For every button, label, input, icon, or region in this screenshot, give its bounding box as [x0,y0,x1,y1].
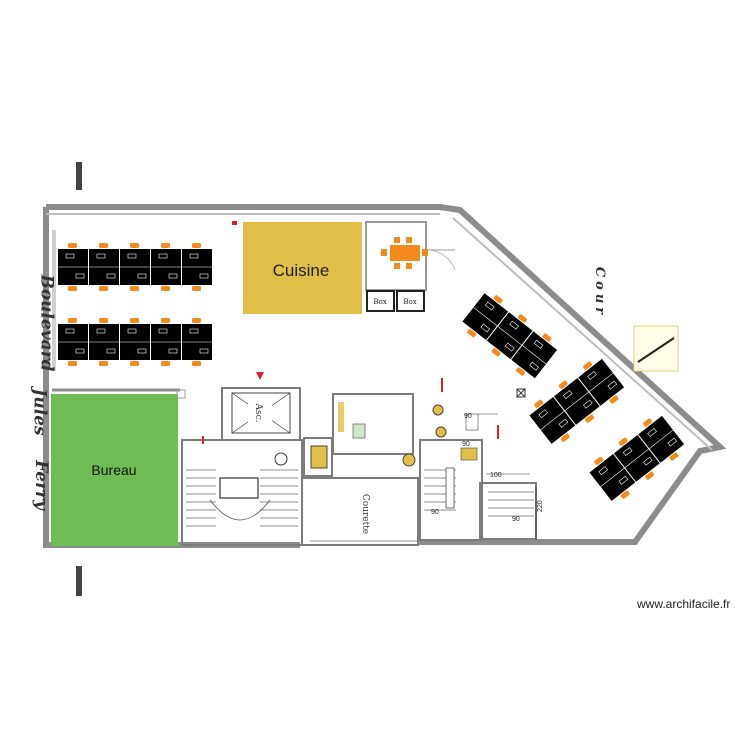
svg-text:90: 90 [431,509,439,516]
staircase [186,467,534,527]
chair [560,433,570,442]
chair [130,361,139,366]
desk-cluster-right-2 [529,358,625,444]
chair [192,318,201,323]
svg-text:100: 100 [490,472,502,479]
chair [594,456,604,465]
chair [491,348,501,357]
chair [99,361,108,366]
chair [68,286,77,291]
bureau-room [51,394,178,546]
chair [161,318,170,323]
chair [609,395,619,404]
chair [99,286,108,291]
svg-text:90: 90 [512,516,520,523]
chair [192,361,201,366]
core-area [181,387,537,546]
chair [516,367,526,376]
wc-fixtures [274,402,479,469]
desk-cluster-left-middle [58,318,212,366]
elevator: Asc. [231,392,291,434]
chair [620,490,630,499]
asc-label: Asc. [253,402,263,422]
courette-label: Courette [360,494,370,534]
chair [99,243,108,248]
chair [558,380,568,389]
box-2-label: Box [403,298,416,306]
chair [534,399,544,408]
chair [99,318,108,323]
cuisine-room [243,222,362,314]
chair [130,318,139,323]
chair [618,437,628,446]
cuisine-label: Cuisine [273,261,330,280]
chair [585,414,595,423]
chair [161,361,170,366]
small-table [390,245,420,261]
street-jules: Jules [29,388,50,436]
chair [192,286,201,291]
box-2 [396,290,425,312]
street-ferry: Ferry [30,460,51,510]
street-boulevard: Boulevard [36,274,57,372]
desk-cluster-right-3 [589,415,685,501]
chair [643,418,653,427]
dimensions: 90 90 100 90 90 220 [431,413,544,523]
desk-cluster-right-1 [462,293,558,379]
chair [161,286,170,291]
street-cour: Cour [592,266,608,319]
bureau-label: Bureau [91,462,136,478]
watermark: www.archifacile.fr [637,597,731,611]
chair [192,243,201,248]
chair [669,452,679,461]
red-annotations [202,221,499,444]
north-marker [76,162,82,190]
chair [493,295,503,304]
chair [68,318,77,323]
svg-text:90: 90 [464,413,472,420]
svg-text:220: 220 [537,500,544,512]
sign-board [633,325,679,372]
chair [518,314,528,323]
chair [645,471,655,480]
chair [583,361,593,370]
chair [542,333,552,342]
chair [161,243,170,248]
chair [68,361,77,366]
svg-text:90: 90 [462,441,470,448]
desk-cluster-left-top [58,243,212,291]
box-1 [366,290,395,312]
chair [68,243,77,248]
chair [467,329,477,338]
box-1-label: Box [373,298,386,306]
chair [130,286,139,291]
chair [130,243,139,248]
south-marker [76,566,82,596]
